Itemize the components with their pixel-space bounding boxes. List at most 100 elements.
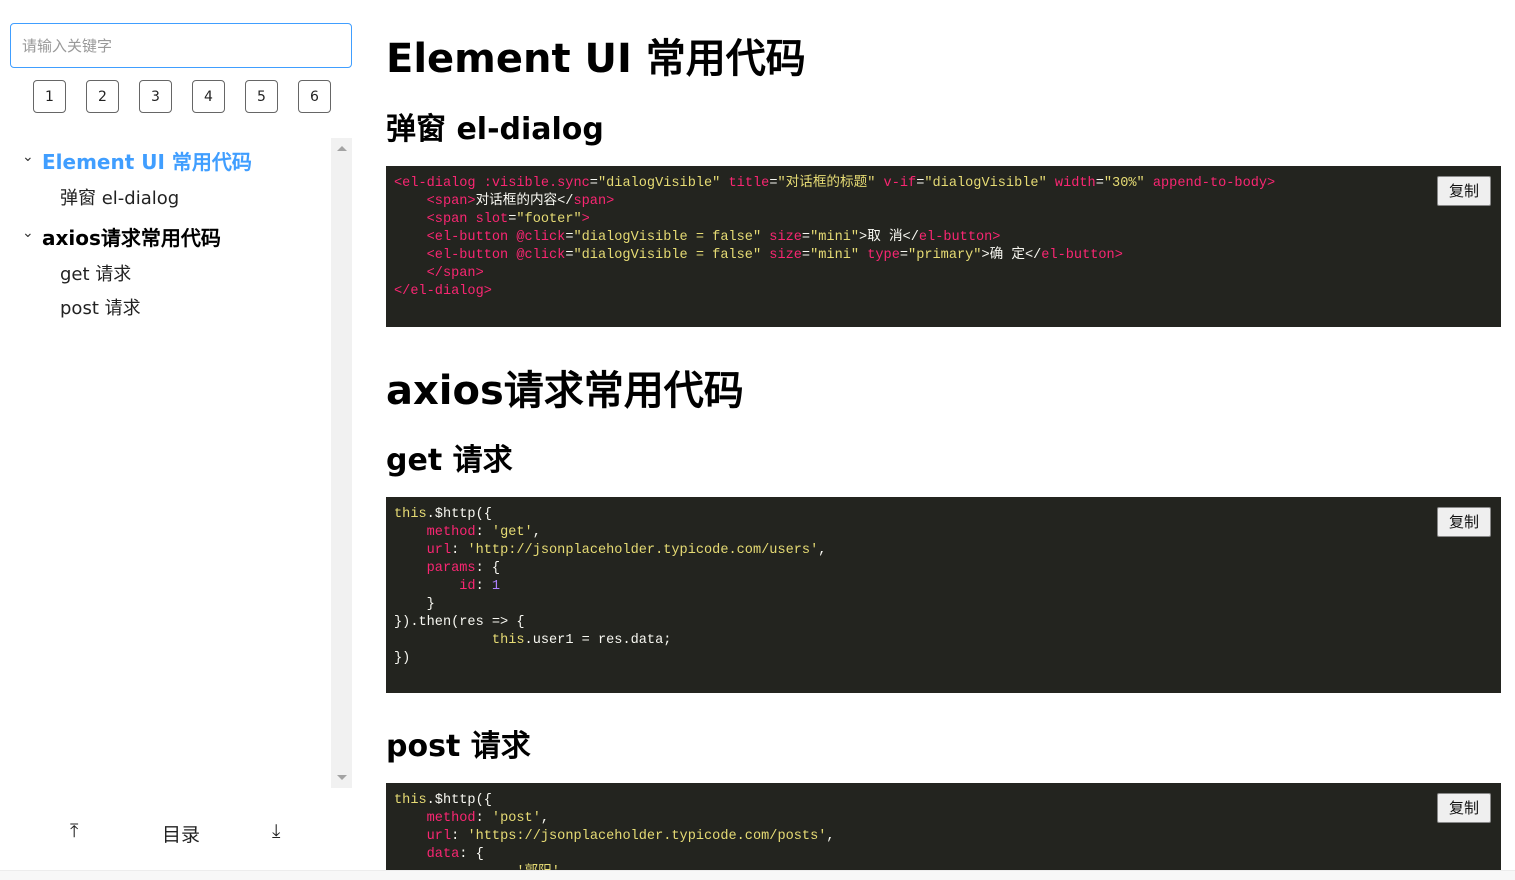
code-token: data — [426, 847, 460, 862]
code-token: = — [899, 248, 909, 263]
code-token: "primary" — [908, 248, 982, 263]
code-token — [394, 811, 427, 826]
level-button-3[interactable]: 3 — [139, 80, 172, 113]
code-token: this — [491, 633, 525, 648]
toc-node-label: axios请求常用代码 — [42, 226, 221, 250]
code-token — [1047, 176, 1055, 191]
code-token: 1 — [491, 579, 501, 594]
code-token: .$http({ — [426, 507, 492, 522]
code-block-post: this.$http({ method: 'post', url: 'https… — [386, 783, 1501, 870]
code-token: "mini" — [810, 248, 860, 263]
code-token — [859, 248, 867, 263]
code-token: append-to-body> — [1152, 176, 1276, 191]
code-line: } — [394, 596, 1493, 614]
code-token: , — [826, 829, 835, 844]
level-button-4[interactable]: 4 — [192, 80, 225, 113]
code-token: = — [589, 176, 598, 191]
code-token: this — [394, 507, 427, 522]
code-token — [394, 525, 427, 540]
code-token: title — [728, 176, 770, 191]
code-token: = — [508, 212, 517, 227]
chevron-down-icon[interactable]: ⌄ — [22, 224, 34, 241]
toc-node-label: Element UI 常用代码 — [42, 150, 252, 174]
chevron-down-icon[interactable]: ⌄ — [22, 148, 34, 165]
copy-button[interactable]: 复制 — [1437, 507, 1491, 537]
code-line: id: 1 — [394, 578, 1493, 596]
heading-post: post 请求 — [386, 729, 531, 764]
code-token: , — [818, 543, 827, 558]
code-token: : — [451, 829, 468, 844]
copy-button[interactable]: 复制 — [1437, 793, 1491, 823]
code-token: </span> — [394, 266, 484, 281]
code-line: method: 'post', — [394, 810, 1493, 828]
code-token: : { — [475, 561, 501, 576]
search-input[interactable] — [10, 23, 352, 68]
toc-button[interactable]: 目录 — [162, 824, 201, 846]
scrollbar[interactable] — [331, 138, 352, 788]
code-token — [394, 847, 427, 862]
code-token: 对话框的内容</ — [475, 194, 574, 209]
code-token: "mini" — [810, 230, 860, 245]
code-line: <el-button @click = "dialogVisible = false… — [394, 247, 1493, 265]
heading-axios: axios请求常用代码 — [386, 368, 744, 414]
code-token: "dialogVisible = false" — [573, 248, 762, 263]
code-token: params — [426, 561, 476, 576]
toc-tree: ⌄ Element UI 常用代码弹窗 el-dialog ⌄ axios请求常用代码… — [0, 138, 352, 788]
arrow-to-bottom-icon[interactable]: ⤓ — [272, 820, 281, 842]
code-line: url: 'https://jsonplaceholder.typicode.c… — [394, 828, 1493, 846]
code-token: v-if — [883, 176, 917, 191]
code-token: <span> — [394, 194, 476, 209]
code-line: }).then(res => { — [394, 614, 1493, 632]
level-button-5[interactable]: 5 — [245, 80, 278, 113]
code-block-dialog: <el-dialog :visible.sync="dialogVisible"… — [386, 166, 1501, 327]
code-token: = — [769, 176, 778, 191]
code-token: : — [451, 543, 468, 558]
code-token — [394, 633, 492, 648]
scroll-up-arrow-icon[interactable] — [337, 146, 347, 151]
toc-node[interactable]: ⌄ Element UI 常用代码 — [22, 146, 252, 175]
arrow-to-top-icon[interactable]: ⤒ — [70, 820, 79, 842]
code-token: .user1 = res.data; — [524, 633, 672, 648]
code-token: method — [426, 525, 476, 540]
code-token — [394, 579, 459, 594]
code-block-get: this.$http({ method: 'get', url: 'http:/… — [386, 497, 1501, 693]
copy-button[interactable]: 复制 — [1437, 176, 1491, 206]
level-button-2[interactable]: 2 — [86, 80, 119, 113]
toc-node[interactable]: ⌄ axios请求常用代码 — [22, 222, 221, 251]
scroll-down-arrow-icon[interactable] — [337, 775, 347, 780]
code-line: this.user1 = res.data; — [394, 632, 1493, 650]
toc-item[interactable]: 弹窗 el-dialog — [60, 188, 180, 209]
code-token: width — [1054, 176, 1096, 191]
heading-el-dialog: 弹窗 el-dialog — [386, 112, 604, 147]
toc-item[interactable]: get 请求 — [60, 264, 132, 285]
code-token: span> — [573, 194, 615, 209]
code-token: el-button> — [918, 230, 1001, 245]
code-token: 'get' — [491, 525, 533, 540]
code-token: = — [801, 248, 811, 263]
bottom-toolbar: ⤒ 目录 ⤓ — [0, 810, 352, 855]
code-token: : — [475, 525, 492, 540]
code-token: , — [540, 811, 550, 826]
code-token: "对话框的标题" — [777, 176, 876, 191]
toc-item[interactable]: post 请求 — [60, 298, 141, 319]
code-token: }).then(res => { — [394, 615, 525, 630]
code-line: this.$http({ — [394, 506, 1493, 524]
code-token: <span slot — [394, 212, 509, 227]
code-token: id — [459, 579, 476, 594]
code-line: </span> — [394, 265, 1493, 283]
code-line: method: 'get', — [394, 524, 1493, 542]
code-line: </el-dialog> — [394, 283, 1493, 301]
level-button-1[interactable]: 1 — [33, 80, 66, 113]
code-token: method — [426, 811, 476, 826]
code-token — [394, 561, 427, 576]
code-token: this — [394, 793, 427, 808]
code-token: = — [916, 176, 925, 191]
code-line: url: 'http://jsonplaceholder.typicode.co… — [394, 542, 1493, 560]
code-token: '郭阳' — [516, 865, 560, 870]
level-button-6[interactable]: 6 — [298, 80, 331, 113]
code-token: url — [426, 829, 452, 844]
code-line: <span>对话框的内容</span> — [394, 193, 1493, 211]
code-token: <el-button @click — [394, 248, 566, 263]
code-token: size — [769, 230, 802, 245]
